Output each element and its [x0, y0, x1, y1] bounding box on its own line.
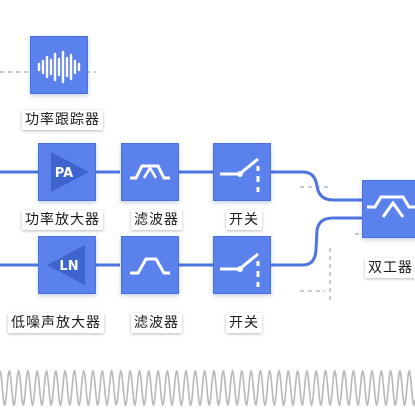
rx-signal-line	[0, 216, 362, 267]
label-switch-tx: 开关	[226, 210, 262, 230]
switch-rx-block	[213, 236, 271, 294]
label-power-tracker: 功率跟踪器	[22, 110, 103, 130]
label-filter-tx: 滤波器	[131, 210, 182, 230]
label-power-amplifier: 功率放大器	[22, 210, 103, 230]
duplexer-block	[362, 180, 415, 238]
switch-icon	[220, 157, 260, 192]
lowpass-filter-icon	[130, 257, 170, 275]
duplexer-icon	[367, 195, 415, 218]
switch-icon	[220, 252, 260, 287]
switch-tx-block	[213, 143, 271, 201]
carrier-waveform	[0, 369, 415, 407]
carrier-wave-path	[0, 369, 415, 407]
low-noise-amplifier-block: LN	[38, 236, 96, 294]
tx-signal-line	[0, 170, 362, 202]
label-duplexer: 双工器	[365, 258, 415, 278]
label-switch-rx: 开关	[226, 313, 262, 333]
amplifier-triangle-icon: PA	[51, 152, 89, 192]
bandpass-filter-icon	[130, 164, 170, 180]
pa-text: PA	[55, 166, 73, 181]
label-low-noise-amplifier: 低噪声放大器	[8, 313, 104, 333]
filter-tx-block	[121, 143, 179, 201]
label-filter-rx: 滤波器	[131, 313, 182, 333]
amplifier-triangle-icon: LN	[47, 245, 85, 285]
ln-text: LN	[59, 259, 78, 274]
power-tracker-block	[30, 36, 88, 94]
waveform-icon	[37, 50, 81, 84]
power-amplifier-block: PA	[38, 143, 96, 201]
filter-rx-block	[121, 236, 179, 294]
